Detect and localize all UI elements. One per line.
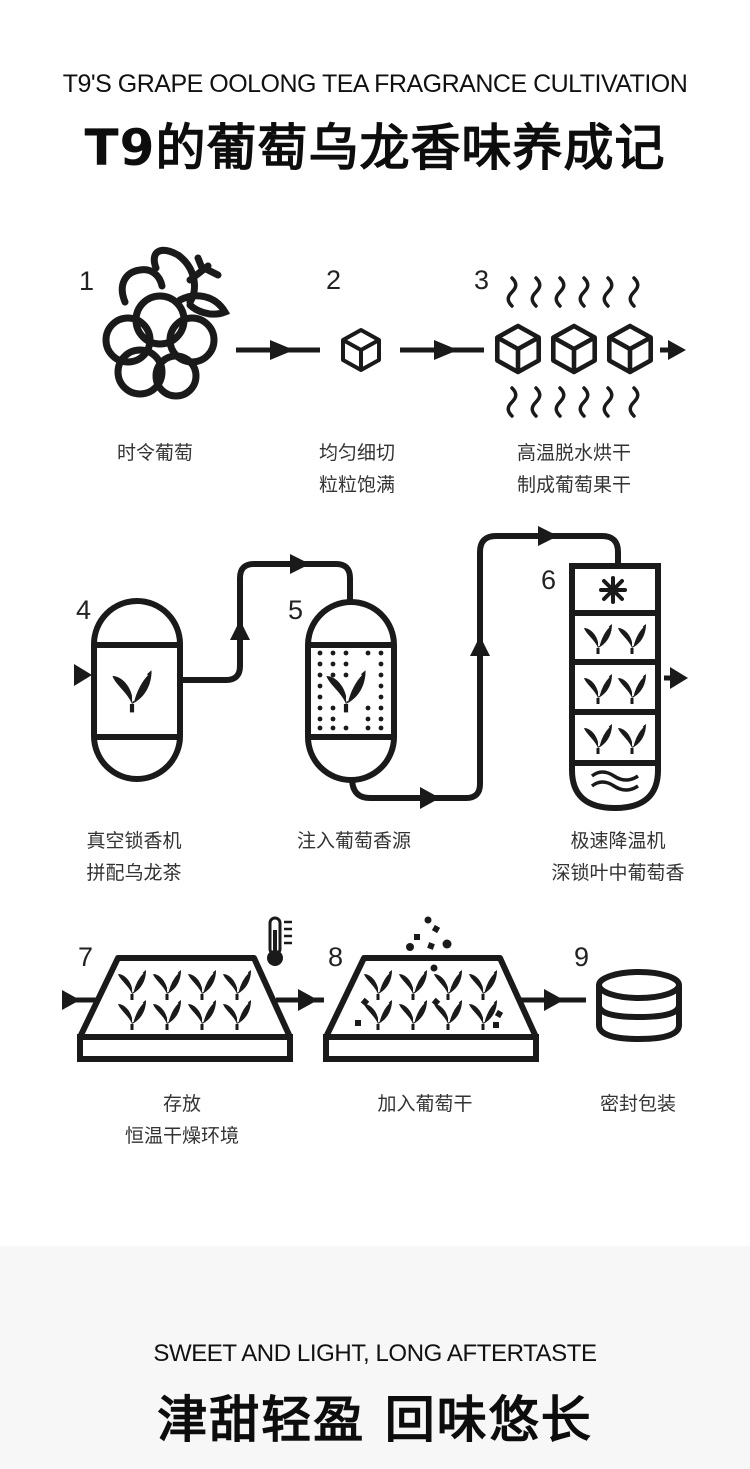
step-number: 6: [541, 565, 557, 595]
footer-band: [0, 1246, 750, 1469]
cooling-column-icon: [569, 563, 661, 812]
caption-line: 真空锁香机: [86, 830, 182, 852]
step-number: 3: [474, 265, 490, 295]
flow-arrow: [660, 340, 686, 360]
flow-arrows-row3: [62, 989, 586, 1011]
step-number: 4: [76, 595, 92, 625]
step-number: 7: [78, 942, 94, 972]
caption-line: 存放: [162, 1093, 201, 1115]
step-caption: 时令葡萄: [85, 437, 225, 469]
flow-arrow: [236, 340, 320, 360]
snowflake-icon: [599, 576, 627, 604]
step-caption: 极速降温机 深锁叶中葡萄香: [528, 825, 708, 889]
step-number: 2: [326, 265, 342, 295]
step-number: 1: [79, 266, 95, 296]
caption-line: 深锁叶中葡萄香: [551, 862, 685, 884]
flow-arrow: [400, 340, 484, 360]
step-caption: 加入葡萄干: [345, 1088, 505, 1120]
storage-tray-icon: [77, 955, 293, 1062]
caption-line: 拼配乌龙茶: [86, 862, 182, 884]
step-number: 5: [288, 595, 304, 625]
caption-line: 加入葡萄干: [377, 1093, 473, 1115]
title-chinese: T9的葡萄乌龙香味养成记: [84, 119, 666, 177]
title-english: T9'S GRAPE OOLONG TEA FRAGRANCE CULTIVAT…: [62, 70, 688, 98]
step-number: 9: [574, 942, 590, 972]
caption-line: 极速降温机: [570, 830, 666, 852]
raisin-tray-icon: [323, 916, 539, 1062]
water-wave-icon: [590, 770, 639, 792]
caption-line: 时令葡萄: [116, 442, 193, 464]
step-caption: 高温脱水烘干 制成葡萄果干: [494, 437, 654, 501]
tagline-english: SWEET AND LIGHT, LONG AFTERTASTE: [153, 1340, 597, 1367]
caption-line: 恒温干燥环境: [124, 1125, 239, 1147]
step-caption: 密封包装: [568, 1088, 708, 1120]
step-caption: 注入葡萄香源: [274, 825, 434, 857]
caption-line: 高温脱水烘干: [516, 442, 631, 464]
step-caption: 均匀细切 粒粒饱满: [287, 437, 427, 501]
step-caption: 存放 恒温干燥环境: [102, 1088, 262, 1152]
step-caption: 真空锁香机 拼配乌龙茶: [64, 825, 204, 889]
pipe-line: [182, 533, 621, 801]
caption-line: 密封包装: [599, 1093, 676, 1115]
caption-line: 均匀细切: [318, 442, 395, 464]
caption-line: 制成葡萄果干: [516, 474, 631, 496]
grape-icon: [102, 247, 231, 400]
infusion-tank-icon: [305, 599, 397, 783]
step-number: 8: [328, 942, 344, 972]
process-diagram: [62, 247, 688, 1062]
flow-arrows-row2: [74, 526, 688, 809]
caption-line: 注入葡萄香源: [296, 830, 411, 852]
cube-icon: [341, 328, 381, 372]
caption-line: 粒粒饱满: [318, 474, 395, 496]
tagline-chinese: 津甜轻盈 回味悠长: [157, 1391, 593, 1449]
raisin-pieces: [355, 916, 504, 1028]
vacuum-tank-icon: [91, 598, 183, 782]
thermometer-icon: [267, 916, 292, 966]
sealed-tin-icon: [596, 969, 682, 1043]
drying-cubes-icon: [497, 276, 650, 418]
